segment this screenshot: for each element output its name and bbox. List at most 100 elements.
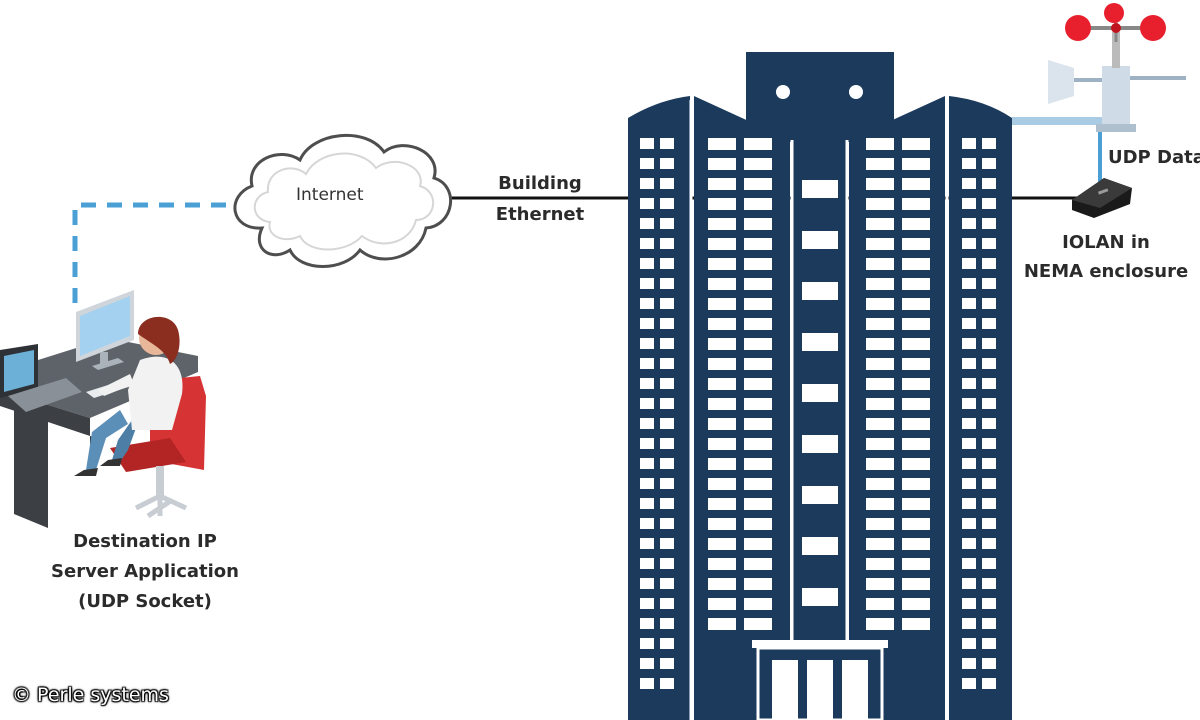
building-window [708,598,736,610]
weather-station-icon [1012,3,1186,132]
building-window [640,218,654,229]
building-window [708,558,736,570]
building-window [640,638,654,649]
building-window [902,558,930,570]
building-window [744,598,772,610]
building-window [640,438,654,449]
building-window [962,478,976,489]
building-window [744,438,772,450]
building-window [982,198,996,209]
building-window [708,378,736,390]
building-window [866,158,894,170]
building-window [962,278,976,289]
building-window [962,458,976,469]
building-window [962,578,976,589]
building-window [802,333,838,351]
building-window [744,618,772,630]
building-window [640,678,654,689]
building-window [982,398,996,409]
building-window [902,178,930,190]
building-window [962,398,976,409]
building-window [962,338,976,349]
building-window [744,558,772,570]
building-window [744,578,772,590]
destination-line-1: Destination IP [73,531,217,552]
building-window [902,198,930,210]
building-window [866,358,894,370]
building-window [802,282,838,300]
building-window [744,138,772,150]
building-window [640,458,654,469]
building-window [866,178,894,190]
building-window [902,298,930,310]
building-window [902,138,930,150]
building-window [744,378,772,390]
building-window [708,478,736,490]
building-window [660,298,674,309]
building-window [982,338,996,349]
building-window [708,618,736,630]
building-window [708,418,736,430]
building-window [962,238,976,249]
building-window [982,458,996,469]
building-window [640,138,654,149]
building-window [640,478,654,489]
building-window [902,518,930,530]
building-window [640,178,654,189]
building-window [708,398,736,410]
building-window [708,298,736,310]
building-window [660,438,674,449]
building-window [982,638,996,649]
building-window [962,218,976,229]
building-window [660,358,674,369]
building-window [744,338,772,350]
building-window [708,438,736,450]
building-window [902,438,930,450]
building-window [866,598,894,610]
building-window [708,338,736,350]
building-window [982,538,996,549]
building-window [660,418,674,429]
building-window [982,378,996,389]
anemometer-cup [1140,15,1166,41]
building-window [982,278,996,289]
building-window [866,478,894,490]
building-window [660,518,674,529]
building-entrance [752,640,888,720]
building-window [660,498,674,509]
building-window [660,178,674,189]
building-window [962,618,976,629]
building-window [902,578,930,590]
building-window [708,278,736,290]
building-window [640,498,654,509]
building-window [982,658,996,669]
building-window [708,178,736,190]
building-window [866,518,894,530]
building-window [962,178,976,189]
building-window [744,238,772,250]
building-window [744,298,772,310]
building-window [640,338,654,349]
building-window [866,618,894,630]
building-window [744,358,772,370]
building-window [902,478,930,490]
dashed-link-line [72,202,226,303]
building-window [866,198,894,210]
building-window [982,598,996,609]
building-window [982,218,996,229]
destination-line-2: Server Application [51,561,239,582]
building-window [982,238,996,249]
building-window [962,498,976,509]
building-window [866,318,894,330]
building-window [962,298,976,309]
iolan-label: IOLAN in NEMA enclosure [1012,228,1200,286]
building-window [962,138,976,149]
building-window [962,378,976,389]
building-window [660,538,674,549]
building-window [744,538,772,550]
iolan-line-1: IOLAN in [1062,232,1150,253]
building-window [640,618,654,629]
building-window [866,458,894,470]
building-window [640,398,654,409]
